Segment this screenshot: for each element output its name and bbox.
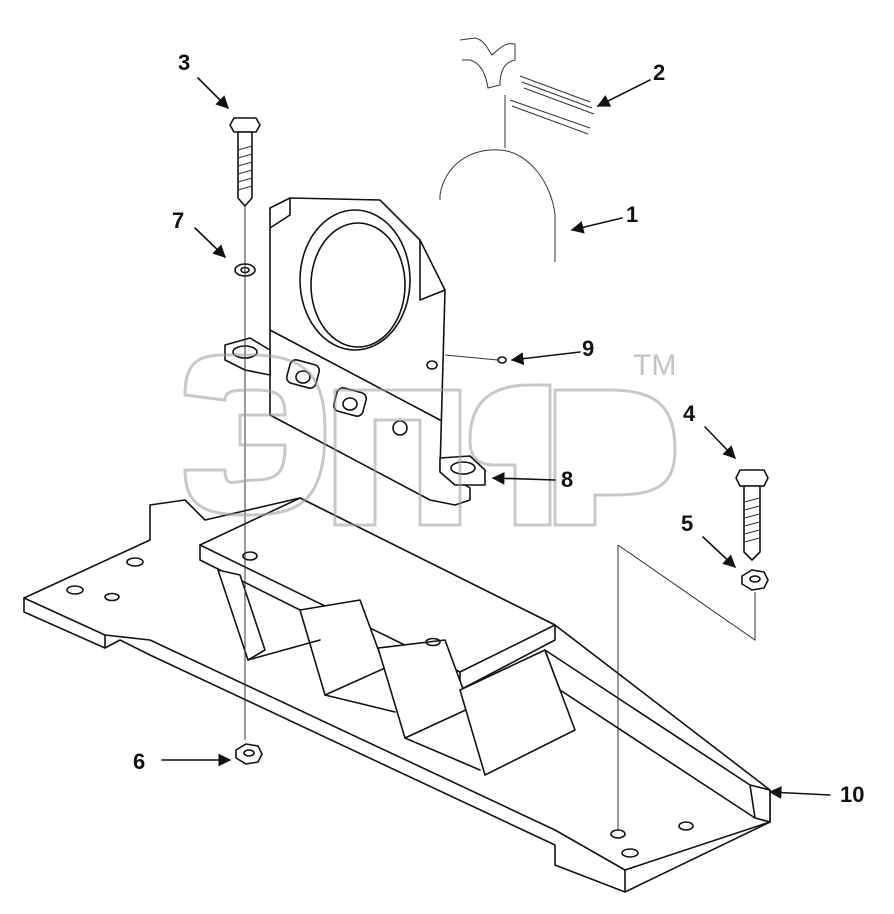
nut-part-6 <box>235 743 263 765</box>
callout-5: 5 <box>681 511 693 536</box>
bolt-part-4 <box>735 469 769 561</box>
callout-3: 3 <box>178 50 190 75</box>
callout-4: 4 <box>683 401 696 426</box>
callout-7: 7 <box>172 208 184 233</box>
shims-part-2 <box>509 75 595 135</box>
callout-8: 8 <box>561 467 573 492</box>
callout-1: 1 <box>626 202 638 227</box>
assembly-lines <box>244 206 756 830</box>
pin-part-9 <box>497 356 507 364</box>
callout-2: 2 <box>653 60 665 85</box>
bearing-cap-part-1 <box>439 37 556 262</box>
callout-arrows <box>161 77 831 799</box>
nut-part-5 <box>741 569 769 591</box>
callout-9: 9 <box>582 336 594 361</box>
bolt-part-3 <box>229 117 261 207</box>
bearing-bracket-part-8 <box>224 197 486 506</box>
trademark-text: TM <box>633 349 676 382</box>
callout-6: 6 <box>133 749 145 774</box>
callout-10: 10 <box>840 782 864 807</box>
base-frame-part-10 <box>23 497 771 893</box>
watermark-logo <box>183 353 677 527</box>
